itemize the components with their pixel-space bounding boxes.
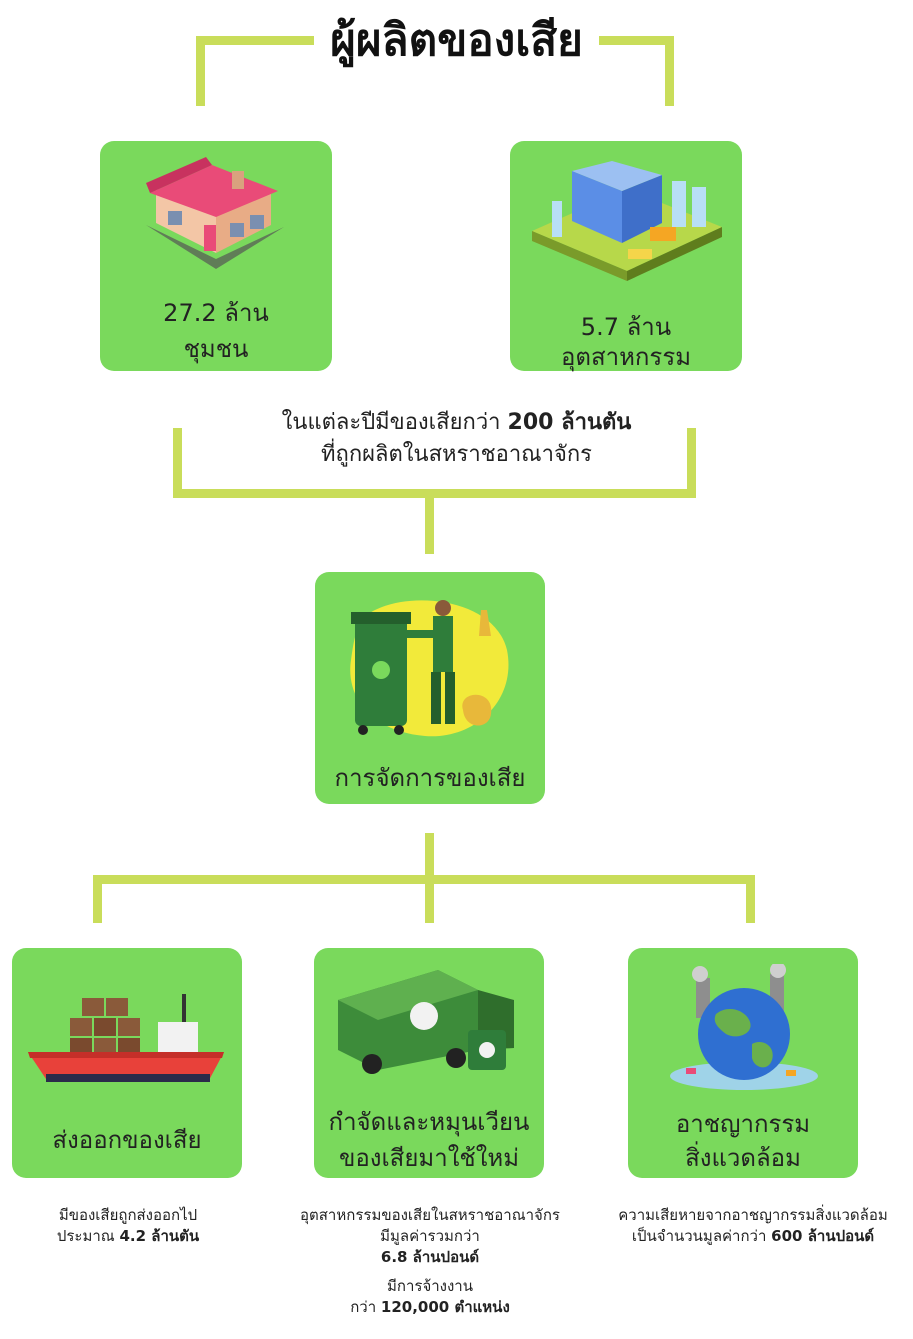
factory-icon bbox=[532, 161, 722, 281]
crime-note: ความเสียหายจากอาชญากรรมสิ่งแวดล้อม เป็นจ… bbox=[596, 1205, 910, 1247]
recycle-note-line-1: อุตสาหกรรมของเสียในสหราชอาณาจักร bbox=[300, 1206, 560, 1224]
recycle-label-line2: ของเสียมาใช้ใหม่ bbox=[338, 1144, 520, 1172]
summary-line-1: ในแต่ละปีมีของเสียกว่า 200 ล้านตัน bbox=[281, 410, 632, 435]
export-note-line-1: มีของเสียถูกส่งออกไป bbox=[58, 1206, 198, 1224]
community-count: 27.2 ล้าน bbox=[163, 299, 269, 327]
connector-top-left-drop bbox=[196, 36, 205, 106]
connector-mid-right-rise bbox=[687, 428, 696, 498]
recycle-label-line1: กำจัดและหมุนเวียน bbox=[328, 1108, 530, 1136]
export-note-line-2: ประมาณ 4.2 ล้านตัน bbox=[56, 1227, 200, 1245]
cargo-ship-icon bbox=[28, 994, 224, 1082]
card-export: ส่งออกของเสีย bbox=[12, 948, 242, 1178]
community-label: ชุมชน bbox=[183, 335, 249, 363]
card-recycle: กำจัดและหมุนเวียน ของเสียมาใช้ใหม่ bbox=[314, 948, 544, 1178]
waste-worker-icon bbox=[350, 600, 509, 737]
industry-count: 5.7 ล้าน bbox=[580, 313, 672, 341]
recycle-note-line-2: มีมูลค่ารวมกว่า bbox=[380, 1227, 480, 1245]
crime-note-line-2: เป็นจำนวนมูลค่ากว่า 600 ล้านปอนด์ bbox=[631, 1227, 875, 1245]
card-crime: อาชญากรรม สิ่งแวดล้อม bbox=[628, 948, 858, 1178]
house-icon bbox=[146, 157, 284, 269]
polluted-earth-icon bbox=[670, 964, 818, 1090]
garbage-truck-icon bbox=[338, 970, 514, 1074]
summary-line-2: ที่ถูกผลิตในสหราชอาณาจักร bbox=[321, 442, 592, 467]
connector-low-left-drop bbox=[93, 875, 102, 923]
crime-note-line-1: ความเสียหายจากอาชญากรรมสิ่งแวดล้อม bbox=[618, 1206, 888, 1224]
card-industry: 5.7 ล้าน อุตสาหกรรม bbox=[510, 141, 742, 371]
recycle-note-line-3: 6.8 ล้านปอนด์ bbox=[380, 1248, 480, 1266]
recycle-note: อุตสาหกรรมของเสียในสหราชอาณาจักร มีมูลค่… bbox=[270, 1205, 590, 1318]
crime-label-line2: สิ่งแวดล้อม bbox=[685, 1144, 801, 1172]
crime-label-line1: อาชญากรรม bbox=[675, 1110, 811, 1138]
export-label: ส่งออกของเสีย bbox=[52, 1126, 202, 1154]
card-community: 27.2 ล้าน ชุมชน bbox=[100, 141, 332, 371]
recycle-note-line-5: กว่า 120,000 ตำแหน่ง bbox=[350, 1298, 510, 1316]
connector-low-right-drop bbox=[746, 875, 755, 923]
connector-mid-stem bbox=[425, 489, 434, 554]
connector-low-horizontal bbox=[93, 875, 755, 884]
recycle-note-line-4: มีการจ้างงาน bbox=[387, 1277, 473, 1295]
connector-mid-left-rise bbox=[173, 428, 182, 498]
export-note: มีของเสียถูกส่งออกไป ประมาณ 4.2 ล้านตัน bbox=[8, 1205, 248, 1247]
management-label: การจัดการของเสีย bbox=[334, 764, 526, 792]
connector-top-right-drop bbox=[665, 36, 674, 106]
connector-mid-horizontal bbox=[173, 489, 696, 498]
card-management: การจัดการของเสีย bbox=[315, 572, 545, 804]
page-title: ผู้ผลิตของเสีย bbox=[0, 6, 913, 76]
industry-label: อุตสาหกรรม bbox=[560, 343, 692, 371]
